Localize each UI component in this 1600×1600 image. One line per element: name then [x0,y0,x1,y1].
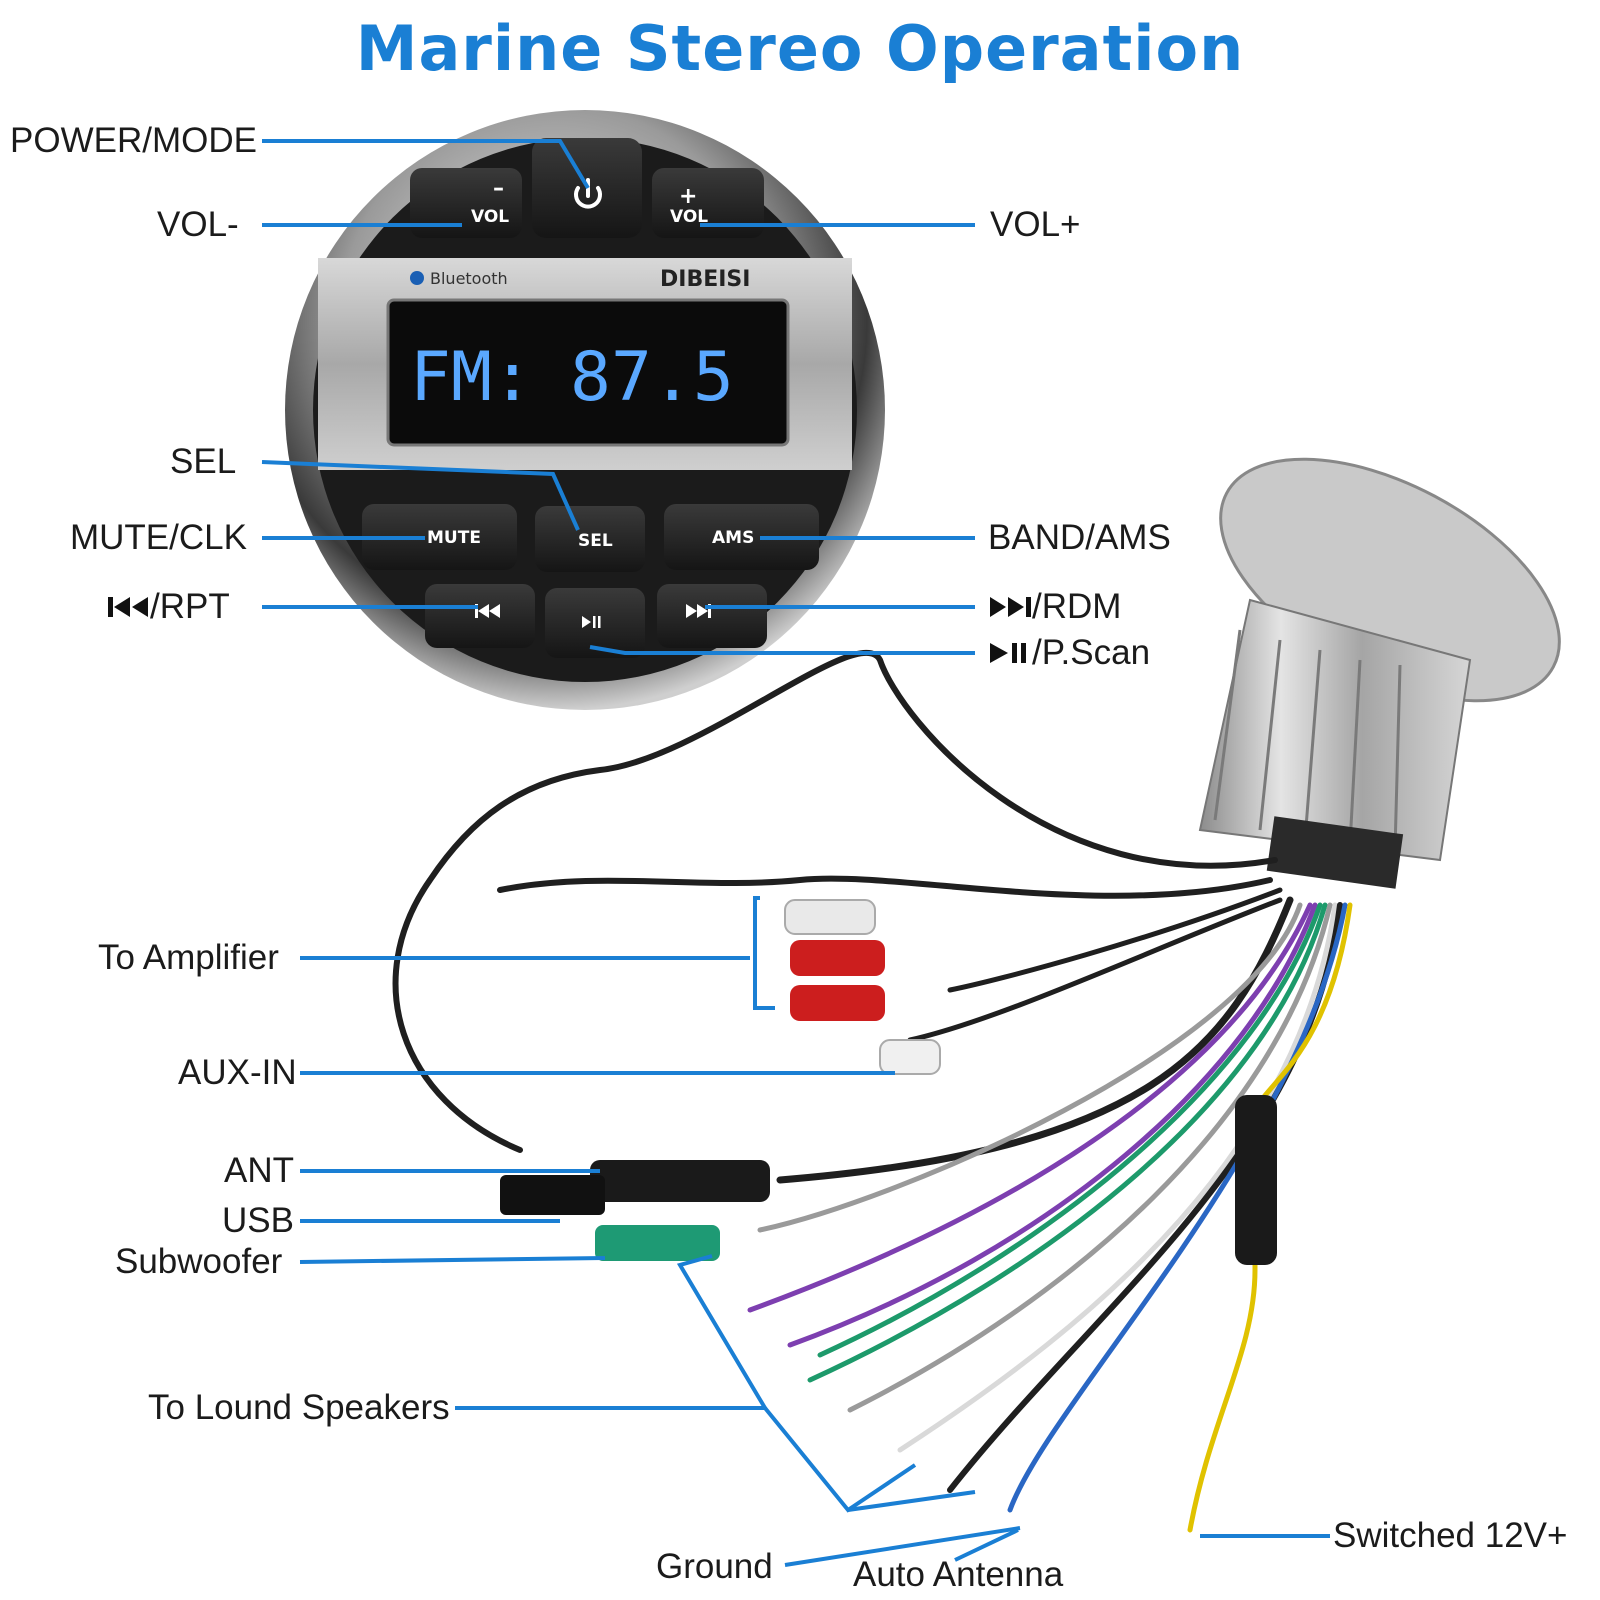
mute-button-label: MUTE [427,528,481,548]
label-switched-12v: Switched 12V+ [1333,1516,1568,1555]
label-prev-rpt-text: /RPT [150,587,230,626]
line-auto-antenna [954,1528,1019,1562]
skip-forward-icon [686,604,711,618]
line-speakers-fan [763,1406,917,1513]
line-speakers-fan2 [847,1490,976,1512]
line-speakers [455,1254,769,1410]
label-subwoofer: Subwoofer [115,1242,283,1281]
label-play-scan-text: /P.Scan [1032,633,1151,672]
label-to-amplifier: To Amplifier [98,938,279,977]
label-next-rdm: /RDM [990,587,1121,627]
play-pause-icon [990,643,1026,663]
label-vol-plus: VOL+ [990,205,1081,244]
label-usb: USB [222,1201,294,1240]
line-play [589,645,975,655]
diagram-title: Marine Stereo Operation [355,12,1245,85]
lcd-band: FM: [410,338,533,417]
skip-back-icon [108,597,148,617]
lcd-frequency: 87.5 [570,338,734,417]
label-to-speakers: To Lound Speakers [148,1388,450,1427]
line-power-mode [262,139,590,190]
svg-text:+: + [679,184,697,209]
prev-rpt-button[interactable] [425,584,535,648]
label-band-ams: BAND/AMS [988,518,1171,557]
label-auto-antenna: Auto Antenna [853,1555,1064,1594]
vol-minus-button-label: VOL [471,207,509,227]
play-pause-scan-button[interactable] [545,588,645,658]
label-play-scan: /P.Scan [990,633,1150,673]
label-sel: SEL [170,442,237,481]
skip-back-icon [475,604,500,618]
label-power-mode: POWER/MODE [10,121,257,160]
sel-button[interactable]: SEL [535,506,645,572]
callout-lines [261,139,1330,1567]
label-ant: ANT [224,1151,294,1190]
label-vol-minus: VOL- [157,205,239,244]
line-amplifier-bracket [753,896,775,1010]
rear-housing [1198,457,1561,889]
label-aux-in: AUX-IN [178,1053,297,1092]
label-next-rdm-text: /RDM [1032,587,1122,626]
bluetooth-label: Bluetooth [430,269,508,288]
line-subwoofer [299,1256,606,1264]
ams-button-label: AMS [712,528,754,548]
brand-logo: DIBEISI [660,267,750,292]
line-ground [784,1526,1021,1567]
next-rdm-button[interactable] [657,584,767,648]
wire-harness [392,649,1353,1533]
label-prev-rpt: /RPT [108,587,230,627]
band-ams-button[interactable]: AMS [664,504,819,570]
vol-minus-button[interactable]: – VOL [410,168,522,238]
play-pause-icon [582,616,601,628]
skip-forward-icon [990,597,1031,617]
lcd-display [386,298,790,447]
bluetooth-icon [410,271,424,285]
label-ground: Ground [656,1547,773,1586]
svg-text:–: – [493,176,504,201]
vol-plus-button[interactable]: + VOL [652,168,764,238]
label-mute-clk: MUTE/CLK [70,518,247,557]
mute-clk-button[interactable]: MUTE [362,504,517,570]
sel-button-label: SEL [578,531,613,551]
vol-plus-button-label: VOL [670,207,708,227]
line-sel [261,460,580,531]
